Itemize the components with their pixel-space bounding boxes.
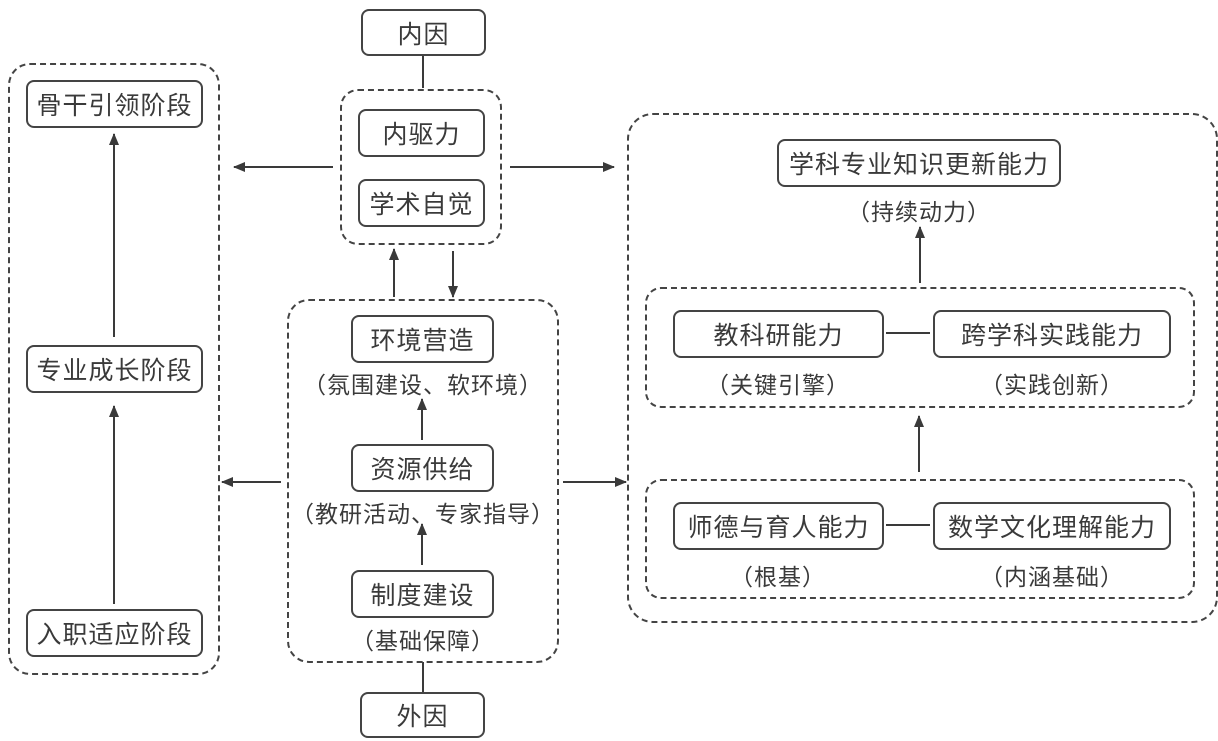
knowledge-update-note: （持续动力） — [847, 200, 991, 226]
external-factor-node: 外因 — [360, 692, 485, 738]
knowledge-update-ability-node: 学科专业知识更新能力 — [777, 139, 1061, 187]
math-culture-note: （内涵基础） — [980, 565, 1124, 591]
system-node: 制度建设 — [351, 570, 494, 618]
resource-node: 资源供给 — [351, 444, 494, 492]
internal-drive-node: 内驱力 — [358, 109, 485, 157]
internal-factor-node: 内因 — [361, 9, 486, 56]
academic-consciousness-node: 学术自觉 — [358, 179, 485, 227]
environment-note: （氛围建设、软环境） — [303, 373, 543, 399]
stages-group — [8, 63, 220, 675]
stage-professional-growth: 专业成长阶段 — [26, 345, 203, 393]
resource-note: （教研活动、专家指导） — [291, 502, 555, 528]
interdisciplinary-ability-note: （实践创新） — [980, 373, 1124, 399]
middle-abilities-group — [645, 287, 1195, 408]
ethics-education-ability-node: 师德与育人能力 — [673, 502, 884, 550]
environment-node: 环境营造 — [351, 315, 494, 363]
system-note: （基础保障） — [351, 629, 495, 655]
ethics-education-note: （根基） — [730, 565, 826, 591]
math-culture-ability-node: 数学文化理解能力 — [933, 502, 1171, 550]
research-ability-node: 教科研能力 — [673, 310, 884, 358]
research-ability-note: （关键引擎） — [706, 373, 850, 399]
stage-backbone-leading: 骨干引领阶段 — [26, 80, 203, 128]
stage-entry-adaptation: 入职适应阶段 — [26, 609, 203, 657]
abilities-group — [627, 113, 1218, 623]
internal-factors-group — [340, 89, 502, 245]
interdisciplinary-ability-node: 跨学科实践能力 — [933, 310, 1171, 358]
external-factors-group — [287, 299, 559, 663]
bottom-abilities-group — [645, 479, 1195, 599]
